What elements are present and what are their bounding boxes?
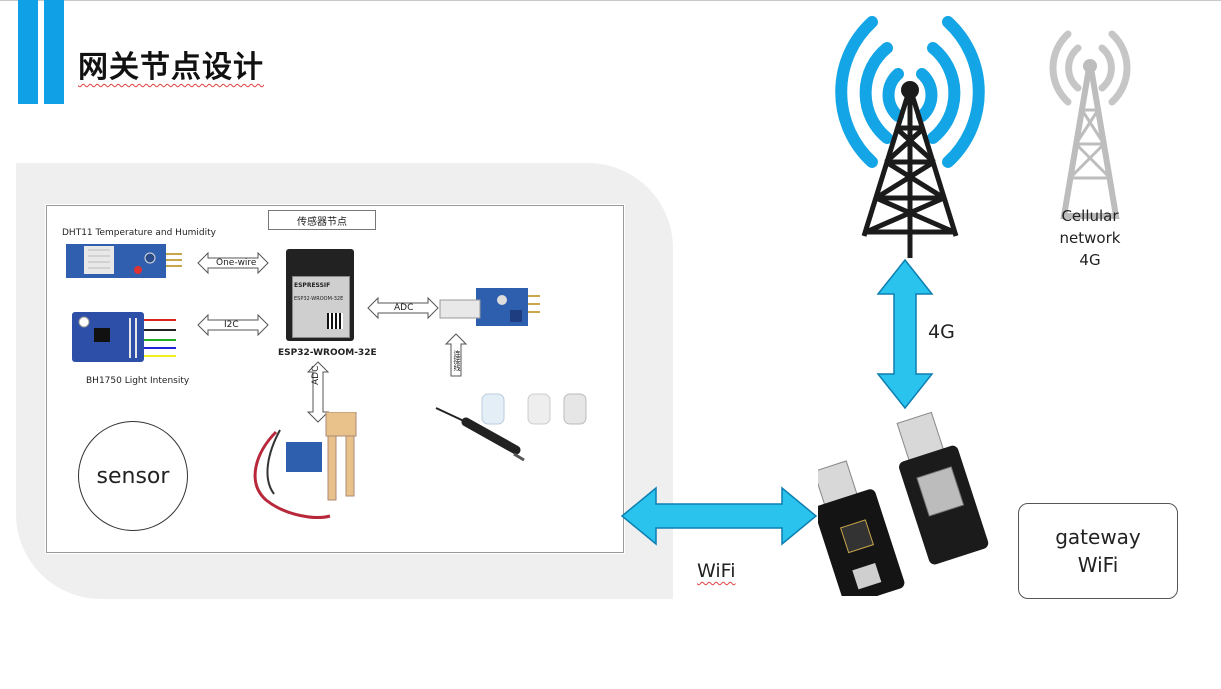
dht11-module-image bbox=[66, 244, 182, 278]
esp32-chip-brand: ESPRESSIF bbox=[294, 282, 331, 289]
cellular-label-line-2: network bbox=[1059, 229, 1121, 247]
gateway-label-line-2: WiFi bbox=[1077, 553, 1119, 577]
gateway-board-image bbox=[818, 411, 989, 596]
adc-down-link-arrow bbox=[306, 361, 330, 423]
slide-title: 网关节点设计 bbox=[78, 50, 264, 85]
wifi-link-label: WiFi bbox=[697, 560, 736, 582]
ph-probe-image bbox=[435, 407, 525, 462]
i2c-link-arrow bbox=[197, 313, 269, 337]
soil-moisture-sensor-image bbox=[253, 412, 357, 519]
signal-tower-icon bbox=[835, 16, 985, 258]
probe-caps-image bbox=[481, 393, 587, 425]
wifi-link-arrow bbox=[620, 486, 818, 546]
4g-link-label: 4G bbox=[928, 321, 955, 343]
bh1750-label: BH1750 Light Intensity bbox=[86, 376, 190, 386]
probe-link-label: 连接线 bbox=[453, 350, 461, 371]
adc-converter-module-image bbox=[439, 288, 540, 326]
top-border bbox=[0, 0, 1221, 1]
probe-link-arrow bbox=[444, 333, 468, 377]
esp32-qr-code bbox=[327, 313, 343, 329]
adc-right-link-label: ADC bbox=[394, 303, 414, 313]
onewire-link-arrow bbox=[197, 251, 269, 275]
esp32-chip-model: ESP32-WROOM-32E bbox=[294, 296, 344, 302]
esp32-label: ESP32-WROOM-32E bbox=[278, 348, 377, 358]
title-accent-bar-right bbox=[44, 0, 64, 104]
gateway-label-line-1: gateway bbox=[1055, 525, 1141, 549]
sensor-circle: sensor bbox=[78, 421, 188, 531]
dht11-label: DHT11 Temperature and Humidity bbox=[62, 228, 216, 238]
cellular-network-label: Cellular network 4G bbox=[1040, 205, 1140, 271]
board-title: 传感器节点 bbox=[268, 210, 376, 230]
bh1750-module-image bbox=[72, 312, 176, 362]
gateway-box: gateway WiFi bbox=[1018, 503, 1178, 599]
adc-right-link-arrow bbox=[367, 296, 439, 320]
4g-link-arrow bbox=[876, 258, 934, 410]
onewire-link-label: One-wire bbox=[216, 258, 257, 268]
cellular-tower-icon bbox=[1049, 30, 1131, 219]
cellular-label-line-3: 4G bbox=[1079, 251, 1101, 269]
title-accent-bar-left bbox=[18, 0, 38, 104]
i2c-link-label: I2C bbox=[224, 320, 239, 330]
cellular-label-line-1: Cellular bbox=[1061, 207, 1119, 225]
adc-down-link-label: ADC bbox=[311, 365, 321, 385]
